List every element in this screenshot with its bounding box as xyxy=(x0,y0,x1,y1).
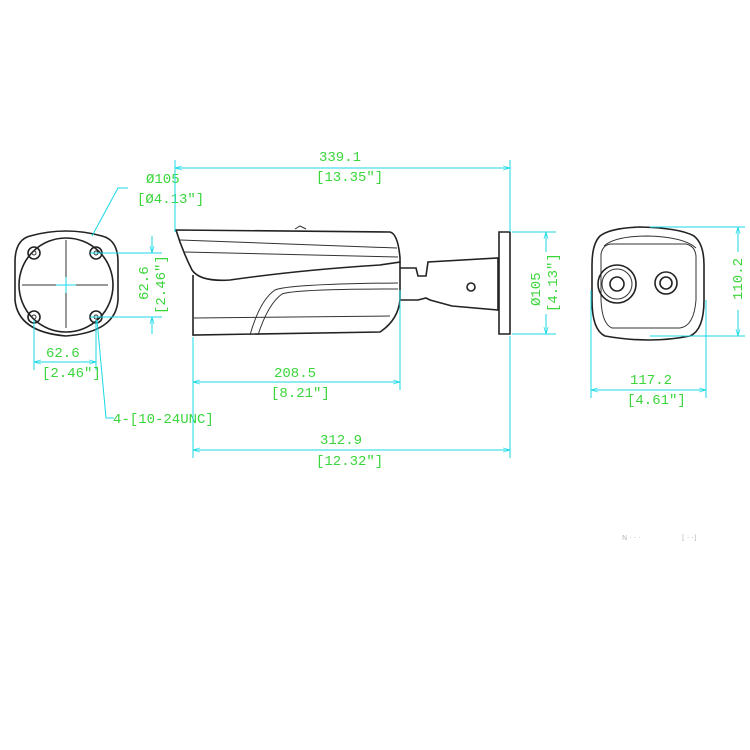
body-length-in: [8.21"] xyxy=(271,386,330,402)
footer-note-left: N · · · xyxy=(622,534,641,542)
front-height-mm: 110.2 xyxy=(731,258,747,300)
length-to-mount-mm: 312.9 xyxy=(320,433,362,449)
overall-length-in: [13.35"] xyxy=(316,170,383,186)
mount-arm xyxy=(400,257,499,311)
mount-plate xyxy=(498,231,511,335)
mount-diameter-mm: Ø105 xyxy=(529,272,545,306)
back-diameter-mm: Ø105 xyxy=(146,172,180,188)
footer-note-right: [ · ·] xyxy=(682,534,697,542)
overall-length-mm: 339.1 xyxy=(319,150,361,166)
back-plate-circle xyxy=(18,237,114,333)
side-view: 339.1 [13.35"] 208.5 [8.21"] 312.9 [12.3… xyxy=(174,150,562,470)
sunshield-outline xyxy=(174,229,401,282)
hole-spacing-v-in: [2.46"] xyxy=(154,255,170,314)
length-to-mount-in: [12.32"] xyxy=(316,454,383,470)
back-view: Ø105 [Ø4.13"] 62.6 [2.46"] 62.6 [2.46"] … xyxy=(14,172,214,428)
front-view: 110.2 117.2 [4.61"] xyxy=(590,226,747,409)
front-housing-outline xyxy=(591,226,705,341)
camera-body-outline xyxy=(192,262,401,336)
screw-spec: 4-[10-24UNC] xyxy=(113,412,214,428)
mount-diameter-in: [4.13"] xyxy=(546,253,562,312)
front-width-mm: 117.2 xyxy=(630,373,672,389)
back-diameter-in: [Ø4.13"] xyxy=(137,192,204,208)
optical-lens xyxy=(654,271,678,295)
mounting-hole xyxy=(27,246,41,260)
hole-spacing-h-in: [2.46"] xyxy=(42,366,101,382)
body-length-mm: 208.5 xyxy=(274,366,316,382)
thermal-lens xyxy=(597,264,637,304)
back-housing-outline xyxy=(14,230,119,337)
mount-screw xyxy=(466,282,476,292)
front-width-in: [4.61"] xyxy=(627,393,686,409)
hole-spacing-v-mm: 62.6 xyxy=(137,266,153,300)
hole-spacing-h-mm: 62.6 xyxy=(46,346,80,362)
